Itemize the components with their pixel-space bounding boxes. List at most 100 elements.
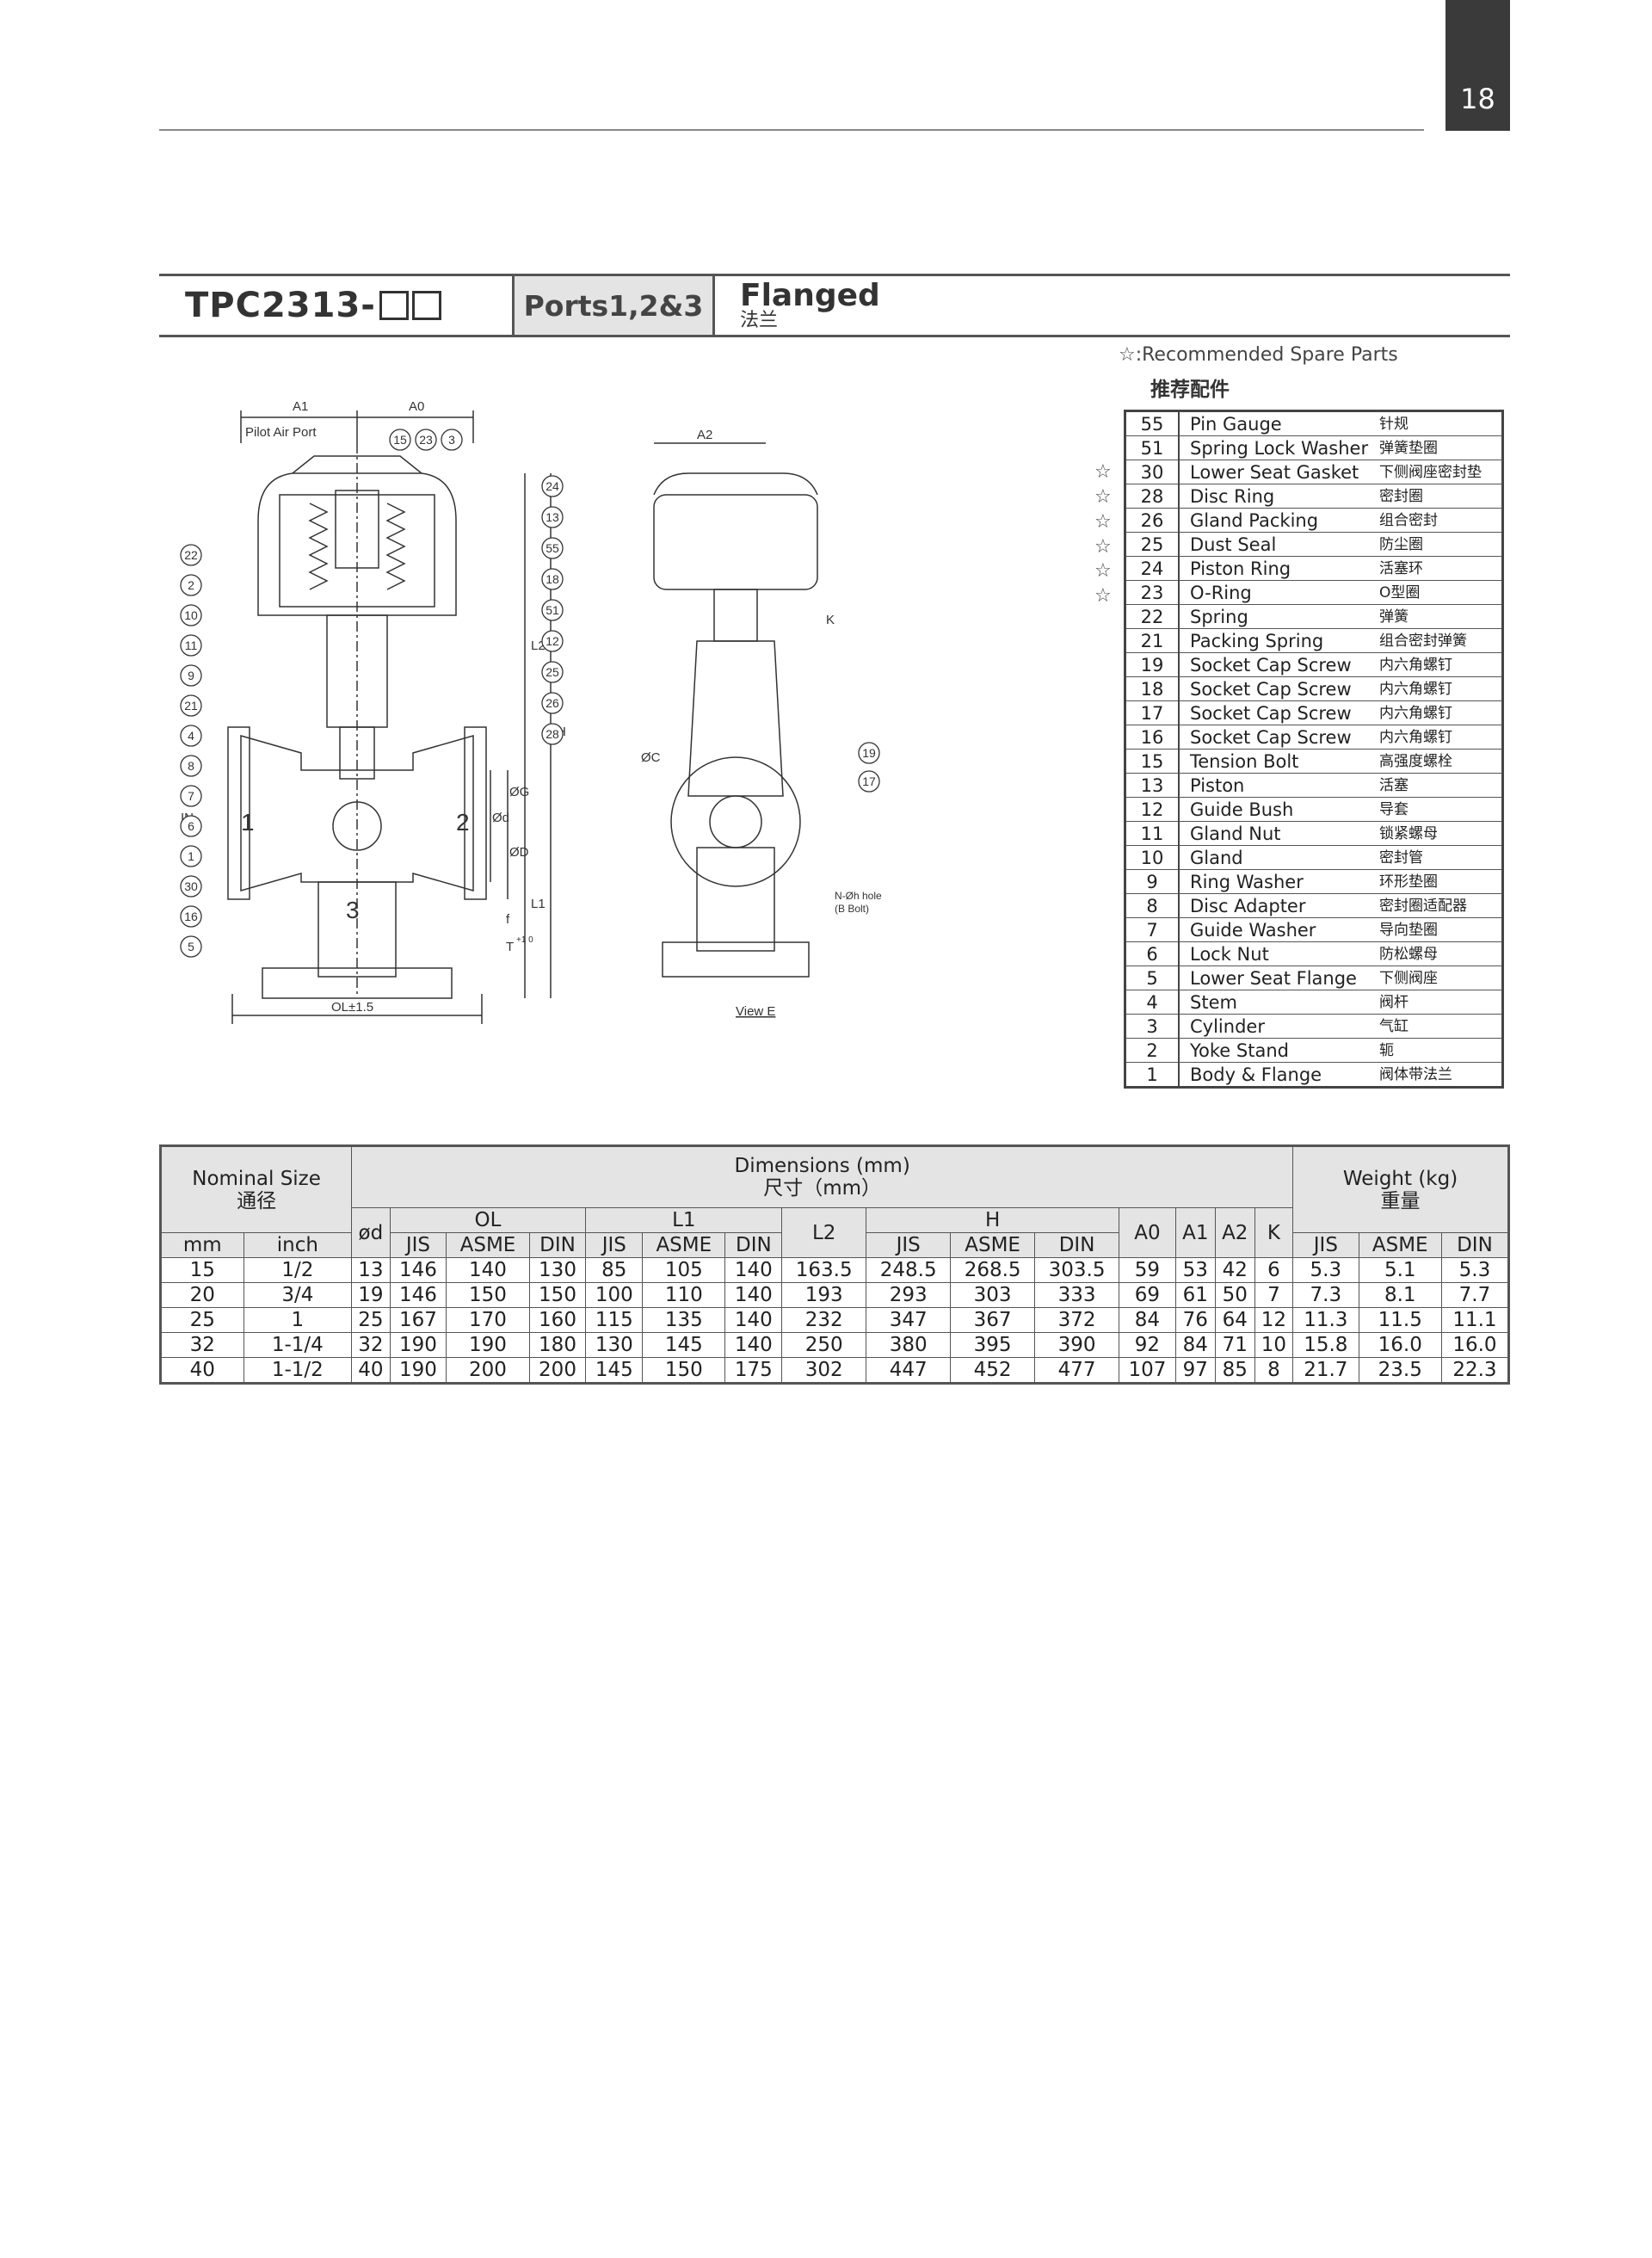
part-no: 5 bbox=[1125, 966, 1180, 990]
callout-number: 17 bbox=[862, 774, 876, 788]
table-cell: 190 bbox=[389, 1332, 447, 1358]
table-cell: 84 bbox=[1119, 1307, 1176, 1333]
col-ol: OL bbox=[389, 1207, 587, 1233]
connection-type-en: Flanged bbox=[740, 278, 880, 313]
callout-number: 18 bbox=[546, 572, 559, 586]
part-no: 25 bbox=[1125, 532, 1180, 557]
label-phi-big-d: ØD bbox=[509, 845, 529, 860]
spare-star-icon: ☆ bbox=[1094, 461, 1112, 484]
callout-number: 15 bbox=[393, 433, 407, 447]
part-no: 8 bbox=[1125, 893, 1180, 918]
connection-type: Flanged 法兰 bbox=[740, 276, 880, 335]
table-cell: 135 bbox=[642, 1307, 726, 1333]
table-cell: 100 bbox=[585, 1282, 644, 1308]
part-en: O-Ring bbox=[1179, 580, 1378, 605]
table-cell: 23.5 bbox=[1358, 1357, 1442, 1384]
table-cell: 8 bbox=[1254, 1357, 1294, 1384]
label-phi-g: ØG bbox=[509, 785, 529, 799]
table-cell: 40 bbox=[351, 1357, 391, 1384]
part-cn: 气缸 bbox=[1378, 1014, 1503, 1039]
table-cell: 146 bbox=[389, 1257, 447, 1283]
header-dimensions-en: Dimensions (mm) bbox=[734, 1155, 910, 1177]
table-cell: 42 bbox=[1214, 1257, 1255, 1283]
callout-number: 2 bbox=[188, 578, 194, 592]
part-no: 13 bbox=[1125, 773, 1180, 798]
callout-number: 24 bbox=[546, 479, 559, 493]
callout-circle bbox=[415, 429, 437, 451]
header-weight-en: Weight (kg) bbox=[1342, 1167, 1458, 1190]
label-t-tolerance: +1 0 bbox=[516, 935, 533, 945]
col-a1: A1 bbox=[1174, 1207, 1216, 1258]
table-cell: 105 bbox=[642, 1257, 726, 1283]
header-weight: Weight (kg) 重量 bbox=[1292, 1145, 1509, 1233]
table-cell: 367 bbox=[950, 1307, 1036, 1333]
table-cell: 200 bbox=[528, 1357, 587, 1384]
table-cell: 140 bbox=[724, 1257, 783, 1283]
part-en: Yoke Stand bbox=[1179, 1038, 1378, 1063]
callout-circle bbox=[180, 815, 202, 837]
part-no: 4 bbox=[1125, 990, 1180, 1015]
part-no: 11 bbox=[1125, 821, 1180, 846]
table-cell: 452 bbox=[950, 1357, 1036, 1384]
col-k: K bbox=[1254, 1207, 1294, 1258]
table-cell: 150 bbox=[642, 1357, 726, 1384]
part-en: Gland Packing bbox=[1179, 508, 1378, 533]
table-cell: 250 bbox=[781, 1332, 867, 1358]
part-no: 17 bbox=[1125, 700, 1180, 725]
table-cell: 5.3 bbox=[1440, 1257, 1510, 1283]
table-cell: 50 bbox=[1214, 1282, 1255, 1308]
callout-circle bbox=[180, 935, 202, 958]
ports-label: Ports1,2&3 bbox=[512, 276, 715, 335]
label-phi-d: Ød bbox=[492, 811, 509, 825]
table-cell: 76 bbox=[1174, 1307, 1216, 1333]
part-no: 16 bbox=[1125, 725, 1180, 750]
label-phi-c: ØC bbox=[641, 750, 661, 765]
col-d: ød bbox=[351, 1207, 391, 1258]
table-cell: 140 bbox=[446, 1257, 530, 1283]
callout-number: 23 bbox=[419, 433, 433, 447]
callout-number: 55 bbox=[546, 541, 559, 555]
part-cn: 活塞环 bbox=[1378, 556, 1503, 581]
callout-circle bbox=[541, 723, 564, 745]
table-cell: 1-1/2 bbox=[243, 1357, 353, 1384]
part-en: Spring Lock Washer bbox=[1179, 435, 1378, 460]
table-cell: 110 bbox=[642, 1282, 726, 1308]
part-en: Body & Flange bbox=[1179, 1062, 1378, 1088]
model-name: TPC2313- bbox=[185, 286, 376, 325]
table-cell: 107 bbox=[1119, 1357, 1176, 1384]
header-weight-cn: 重量 bbox=[1380, 1189, 1421, 1212]
table-cell: 150 bbox=[528, 1282, 587, 1308]
part-en: Piston Ring bbox=[1179, 556, 1378, 581]
callout-number: 8 bbox=[188, 759, 194, 773]
header-rule bbox=[159, 129, 1424, 131]
table-cell: 64 bbox=[1214, 1307, 1255, 1333]
callout-circle bbox=[180, 875, 202, 898]
part-no: 2 bbox=[1125, 1038, 1180, 1063]
part-en: Socket Cap Screw bbox=[1179, 652, 1378, 677]
callout-circle bbox=[180, 845, 202, 867]
table-cell: 53 bbox=[1174, 1257, 1216, 1283]
part-no: 7 bbox=[1125, 917, 1180, 942]
callout-circle bbox=[180, 574, 202, 596]
table-cell: 248.5 bbox=[866, 1257, 952, 1283]
part-no: 55 bbox=[1125, 410, 1180, 436]
part-no: 15 bbox=[1125, 749, 1180, 774]
header-nominal-cn: 通径 bbox=[237, 1189, 277, 1212]
table-cell: 333 bbox=[1034, 1282, 1120, 1308]
table-cell: 347 bbox=[866, 1307, 952, 1333]
